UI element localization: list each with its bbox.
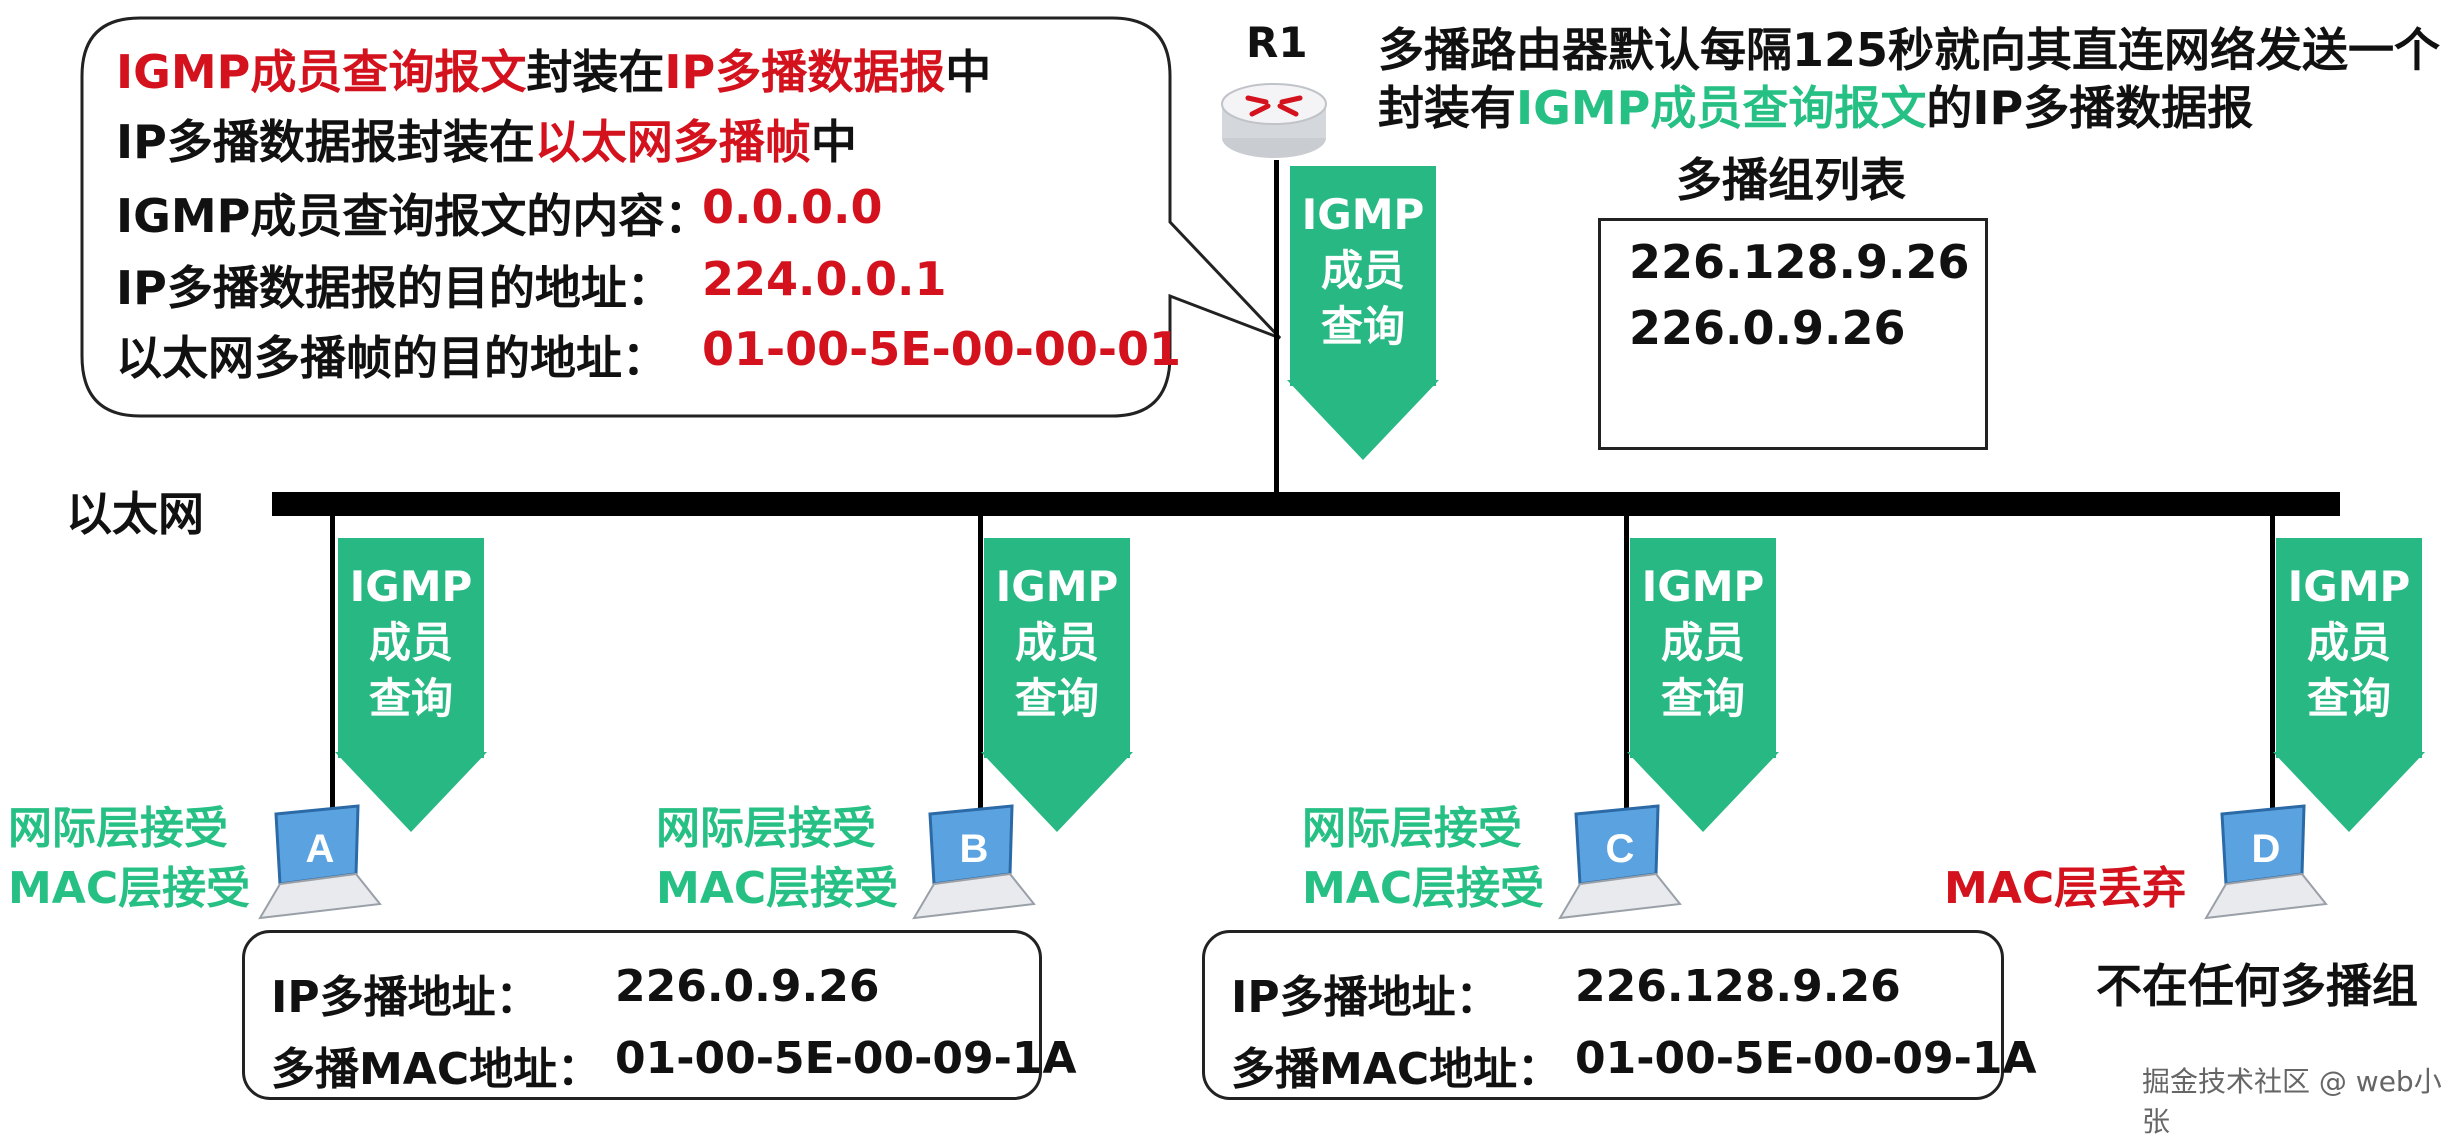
host-link-d <box>2270 510 2275 820</box>
host-link-c <box>1624 510 1629 820</box>
ip-value: 226.0.9.26 <box>615 961 880 1012</box>
callout-line-2: IP多播数据报封装在以太网多播帧中 <box>116 106 857 172</box>
host-link-b <box>978 510 983 820</box>
not-in-group-label: 不在任何多播组 <box>2096 959 2418 1013</box>
host-b-status: MAC层接受 <box>656 863 899 914</box>
description-segment: 多播路由器默认每隔125秒就向其直连网络发送一个 <box>1378 23 2441 77</box>
host-c-status: MAC层接受 <box>1302 863 1545 914</box>
callout-segment: 封装在 <box>526 45 665 99</box>
callout-row-value: 0.0.0.0 <box>702 180 883 234</box>
description-segment: 的IP多播数据报 <box>1926 81 2254 135</box>
host-link-a <box>330 510 335 812</box>
host-c-id: C <box>1606 827 1635 871</box>
router-link <box>1274 160 1279 500</box>
laptop-icon: D <box>2204 804 2328 920</box>
description-line-1: 多播路由器默认每隔125秒就向其直连网络发送一个 <box>1378 14 2440 80</box>
callout: IGMP成员查询报文封装在IP多播数据报中 IP多播数据报封装在以太网多播帧中 … <box>80 16 1181 416</box>
laptop-icon: B <box>912 804 1036 920</box>
query-arrow-router: IGMP 成员 查询 <box>1287 166 1439 462</box>
query-arrow-b: IGMP 成员 查询 <box>981 538 1133 834</box>
laptop-icon: C <box>1558 804 1682 920</box>
callout-segment: IP多播数据报封装在 <box>116 115 535 169</box>
callout-row-value: 01-00-5E-00-00-01 <box>702 322 1181 376</box>
ip-label: IP多播地址： <box>271 972 540 1023</box>
mac-value: 01-00-5E-00-09-1A <box>1575 1033 2037 1084</box>
callout-segment: IGMP成员查询报文 <box>116 45 527 99</box>
callout-segment: 中 <box>945 45 992 99</box>
group-list-item: 226.128.9.26 <box>1629 235 1970 289</box>
address-box-c: IP多播地址： 226.128.9.26 多播MAC地址： 01-00-5E-0… <box>1202 930 2037 1100</box>
host-b-status: 网际层接受 <box>656 803 876 854</box>
mac-label: 多播MAC地址： <box>1231 1044 1562 1095</box>
callout-segment: IP多播数据报 <box>664 45 946 99</box>
description-segment: 封装有 <box>1378 81 1516 135</box>
host-a-status: 网际层接受 <box>8 803 228 854</box>
query-arrow-d: IGMP 成员 查询 <box>2273 538 2425 834</box>
callout-row-value: 224.0.0.1 <box>702 252 947 306</box>
host-a-id: A <box>306 827 335 871</box>
ethernet-bus <box>272 492 2340 516</box>
description-line-2: 封装有IGMP成员查询报文的IP多播数据报 <box>1378 72 2253 138</box>
host-b-id: B <box>960 827 989 871</box>
host-a-status: MAC层接受 <box>8 863 251 914</box>
callout-line-1: IGMP成员查询报文封装在IP多播数据报中 <box>116 36 991 102</box>
laptop-icon: A <box>258 804 382 920</box>
mac-label: 多播MAC地址： <box>271 1044 602 1095</box>
host-c-status: 网际层接受 <box>1302 803 1522 854</box>
query-arrow-a: IGMP 成员 查询 <box>335 538 487 834</box>
group-list-title: 多播组列表 <box>1676 153 1906 207</box>
callout-row-label: IP多播数据报的目的地址： <box>116 261 673 315</box>
router-label: R1 <box>1246 18 1308 67</box>
group-list-item: 226.0.9.26 <box>1629 301 1906 355</box>
host-d-id: D <box>2252 827 2281 871</box>
router-icon <box>1221 83 1327 158</box>
watermark: 掘金技术社区 @ web小张 <box>2142 1065 2442 1138</box>
ip-label: IP多播地址： <box>1231 972 1500 1023</box>
callout-row-label: 以太网多播帧的目的地址： <box>116 331 668 385</box>
host-d-status: MAC层丢弃 <box>1944 863 2187 914</box>
callout-segment: 以太网多播帧 <box>534 115 811 169</box>
description-segment: IGMP成员查询报文 <box>1516 81 1927 135</box>
mac-value: 01-00-5E-00-09-1A <box>615 1033 1077 1084</box>
ethernet-label: 以太网 <box>66 487 204 541</box>
group-list-box: 226.128.9.26 226.0.9.26 <box>1598 218 1988 450</box>
callout-segment: 中 <box>810 115 857 169</box>
query-arrow-c: IGMP 成员 查询 <box>1627 538 1779 834</box>
address-box-a-b: IP多播地址： 226.0.9.26 多播MAC地址： 01-00-5E-00-… <box>242 930 1077 1100</box>
ip-value: 226.128.9.26 <box>1575 961 1901 1012</box>
callout-row-label: IGMP成员查询报文的内容： <box>116 189 711 243</box>
